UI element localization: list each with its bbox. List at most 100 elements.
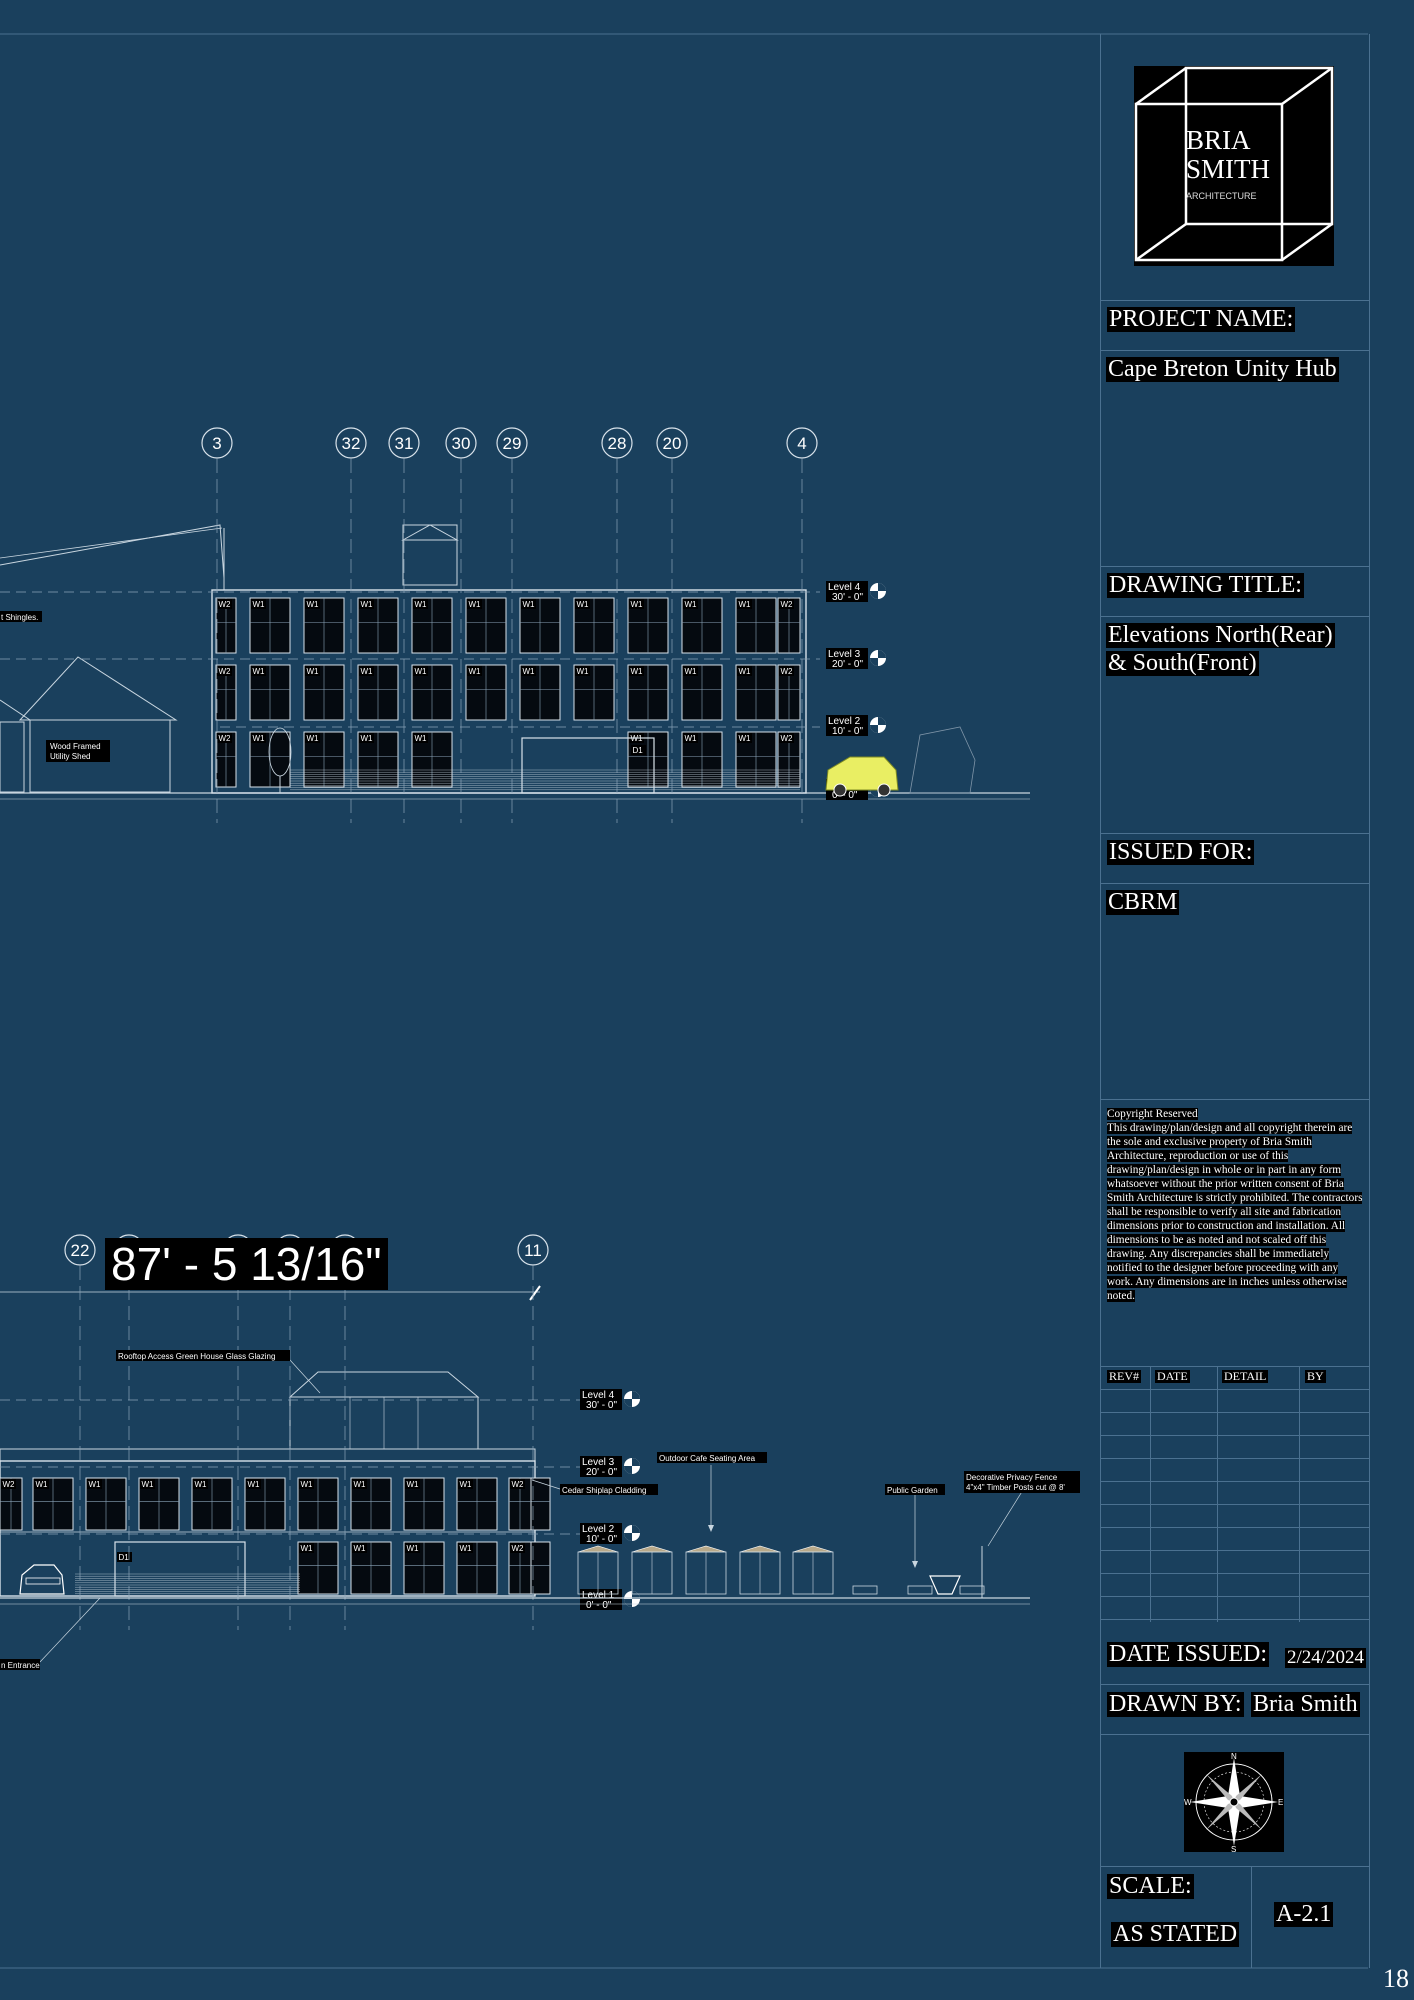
window-tag-w1: W1 <box>631 600 644 609</box>
level-elev-1: 20' - 0" <box>586 1467 617 1478</box>
level-label-bg <box>826 581 868 602</box>
level-target-quadrant <box>624 1599 632 1607</box>
window-tag-w1: W1 <box>523 600 536 609</box>
window-tag-w1: W1 <box>407 1544 420 1553</box>
cube-logo-icon: BRIA SMITH ARCHITECTURE <box>1134 66 1334 262</box>
level-label-bg <box>580 1389 622 1410</box>
window-tag-w1: W1 <box>415 667 428 676</box>
window-tag-w1-bg <box>467 599 482 609</box>
window-tag-w1: W1 <box>577 600 590 609</box>
window-tag-w2: W2 <box>219 734 232 743</box>
drawing-title-line-2: & South(Front) <box>1106 650 1259 677</box>
rooftop-access <box>402 524 458 586</box>
window-tag-w1: W1 <box>307 600 320 609</box>
window-tag-w1: W1 <box>415 734 428 743</box>
grid-label: 20 <box>663 434 682 453</box>
level-name-1: Level 3 <box>582 1457 615 1468</box>
door-tag-d1-bg <box>117 1552 132 1562</box>
sheet-number: A-2.1 <box>1274 1901 1334 1928</box>
door-tag-d1: D1 <box>633 746 644 755</box>
window-tag-w1-bg <box>359 733 374 743</box>
copyright-heading: Copyright Reserved <box>1107 1108 1198 1120</box>
note-fence-1: Decorative Privacy Fence <box>966 1473 1058 1482</box>
window-tag-w1-bg <box>352 1479 367 1489</box>
level-elev-2: 10' - 0" <box>832 726 863 737</box>
south-elevation: W1W1W1W1W1W1W1W1W1W1W2W2W1W1W1W1W1W2D1 2… <box>0 1234 1080 1670</box>
note-shingles: t Shingles. <box>1 613 38 622</box>
issued-for-label: ISSUED FOR: <box>1107 839 1255 866</box>
window-tag-w2-bg <box>779 599 794 609</box>
window-tag-w2: W2 <box>781 734 794 743</box>
window-tag-w1: W1 <box>361 667 374 676</box>
umbrella <box>792 1545 834 1553</box>
svg-text:E: E <box>1278 1798 1283 1807</box>
window-tag-w1: W1 <box>739 667 752 676</box>
level-target-quadrant <box>878 583 886 591</box>
window-tag-w1-bg <box>629 599 644 609</box>
window-tag-w1-bg <box>405 1479 420 1489</box>
shed-roof <box>18 656 178 721</box>
window-tag-w1-bg <box>458 1479 473 1489</box>
project-name: Cape Breton Unity Hub <box>1106 356 1339 383</box>
cafe-seating <box>577 1545 834 1595</box>
level-target-quadrant <box>624 1466 632 1474</box>
note-greenhouse: Rooftop Access Green House Glass Glazing <box>118 1352 275 1361</box>
rev-header-num: REV# <box>1107 1369 1141 1383</box>
window-tag-w1-bg <box>521 599 536 609</box>
window-tag-w1: W1 <box>469 667 482 676</box>
level-target-quadrant <box>632 1525 640 1533</box>
window-tag-w1: W1 <box>407 1480 420 1489</box>
vehicle-south <box>19 1564 65 1595</box>
level-label-bg <box>826 648 868 669</box>
grid-bubble <box>335 427 367 459</box>
title-block <box>1100 34 1370 1968</box>
grid-label: 30 <box>452 434 471 453</box>
door-tag-d1: D1 <box>119 1553 130 1562</box>
window-tag-w1-bg <box>737 666 752 676</box>
grid-bubble <box>517 1234 549 1266</box>
window-tag-w1-bg <box>359 599 374 609</box>
note-shed-1: Wood Framed <box>50 742 101 751</box>
window-tag-w2-bg <box>779 666 794 676</box>
grid-label: 29 <box>503 434 522 453</box>
umbrella <box>739 1545 781 1553</box>
window-tag-w1: W1 <box>739 734 752 743</box>
window-tag-w1-bg <box>458 1543 473 1553</box>
drawing-title-label: DRAWING TITLE: <box>1107 572 1304 599</box>
window-tag-w1: W1 <box>523 667 536 676</box>
rev-header-detail: DETAIL <box>1222 1369 1269 1383</box>
window-tag-w1-bg <box>467 666 482 676</box>
window-tag-w1-bg <box>683 666 698 676</box>
window-tag-w1-bg <box>359 666 374 676</box>
window-tag-w1: W1 <box>354 1480 367 1489</box>
issued-for: CBRM <box>1106 889 1180 916</box>
window-tag-w2: W2 <box>3 1480 16 1489</box>
level-name-0: Level 4 <box>828 582 861 593</box>
window-tag-w1-bg <box>251 733 266 743</box>
window-tag-w2: W2 <box>512 1544 525 1553</box>
umbrella <box>577 1545 619 1553</box>
level-label-bg <box>580 1523 622 1544</box>
level-name-2: Level 2 <box>828 716 861 727</box>
grid-label: 3 <box>212 434 221 453</box>
window-tag-w1-bg <box>575 599 590 609</box>
window-tag-w1: W1 <box>685 600 698 609</box>
window-tag-w1-bg <box>305 666 320 676</box>
window-tag-w2: W2 <box>512 1480 525 1489</box>
window-tag-w1-bg <box>405 1543 420 1553</box>
level-name-1: Level 3 <box>828 649 861 660</box>
window-tag-w1-bg <box>246 1479 261 1489</box>
greenhouse-roof <box>288 1371 480 1398</box>
window-tag-w1: W1 <box>460 1544 473 1553</box>
window-tag-w1: W1 <box>195 1480 208 1489</box>
window-tag-w1-bg <box>352 1543 367 1553</box>
note-cladding: Cedar Shiplap Cladding <box>562 1486 647 1495</box>
grid-bubble <box>601 427 633 459</box>
note-entrance: n Entrance <box>1 1661 40 1670</box>
svg-text:W: W <box>1184 1798 1192 1807</box>
bench <box>959 1585 985 1595</box>
level-label-bg <box>826 715 868 736</box>
window-tag-w2-bg <box>217 733 232 743</box>
window-tag-w2-bg <box>779 733 794 743</box>
